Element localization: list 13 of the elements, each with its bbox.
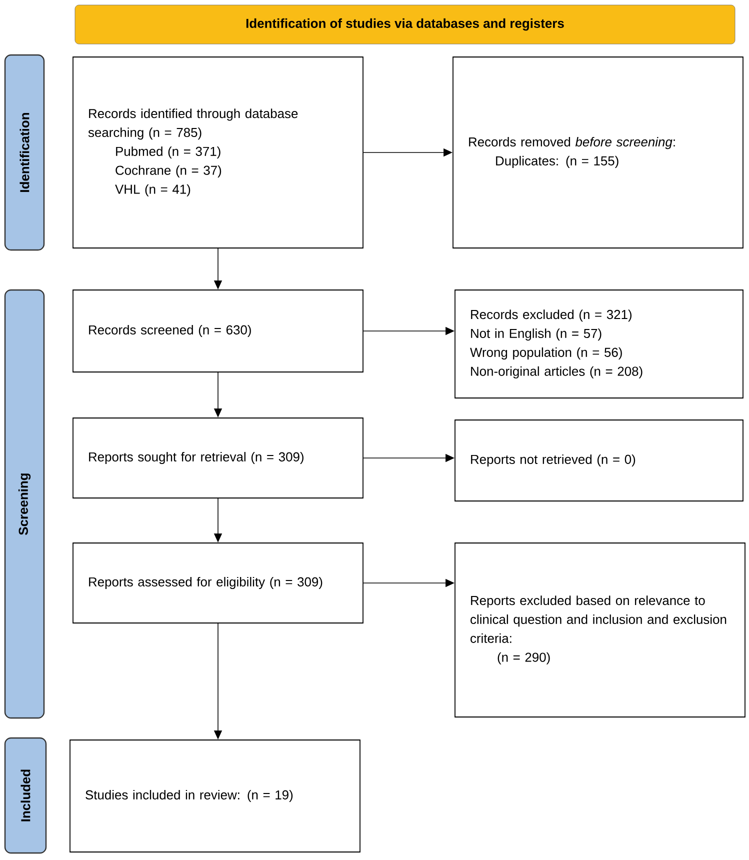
process-box: Reports assessed for eligibility (n = 309) — [72, 542, 364, 624]
process-box: Records excluded (n = 321) Not in English (n = 57) Wrong population (n = 56) Non-original articles (n = 208) — [454, 290, 744, 398]
process-box: Reports excluded based on relevance to clinical question and inclusion and exclusion criteria: (n = 290) — [454, 542, 746, 718]
stage-band: Identification — [4, 54, 45, 251]
phase-header: Identification of studies via databases and registers — [74, 4, 736, 44]
process-box: Records identified through database searching (n = 785) Pubmed (n = 371) Cochrane (n = 37) VHL (n = 41) — [72, 56, 364, 248]
process-box: Records screened (n = 630) — [72, 290, 364, 372]
process-box: Reports not retrieved (n = 0) — [454, 420, 744, 502]
process-box: Studies included in review: (n = 19) — [70, 740, 360, 852]
process-box: Records removed before screening: Duplicates: (n = 155) — [452, 56, 744, 248]
process-box: Reports sought for retrieval (n = 309) — [72, 418, 364, 498]
stage-band: Screening — [4, 289, 45, 719]
stage-band: Included — [4, 737, 47, 854]
